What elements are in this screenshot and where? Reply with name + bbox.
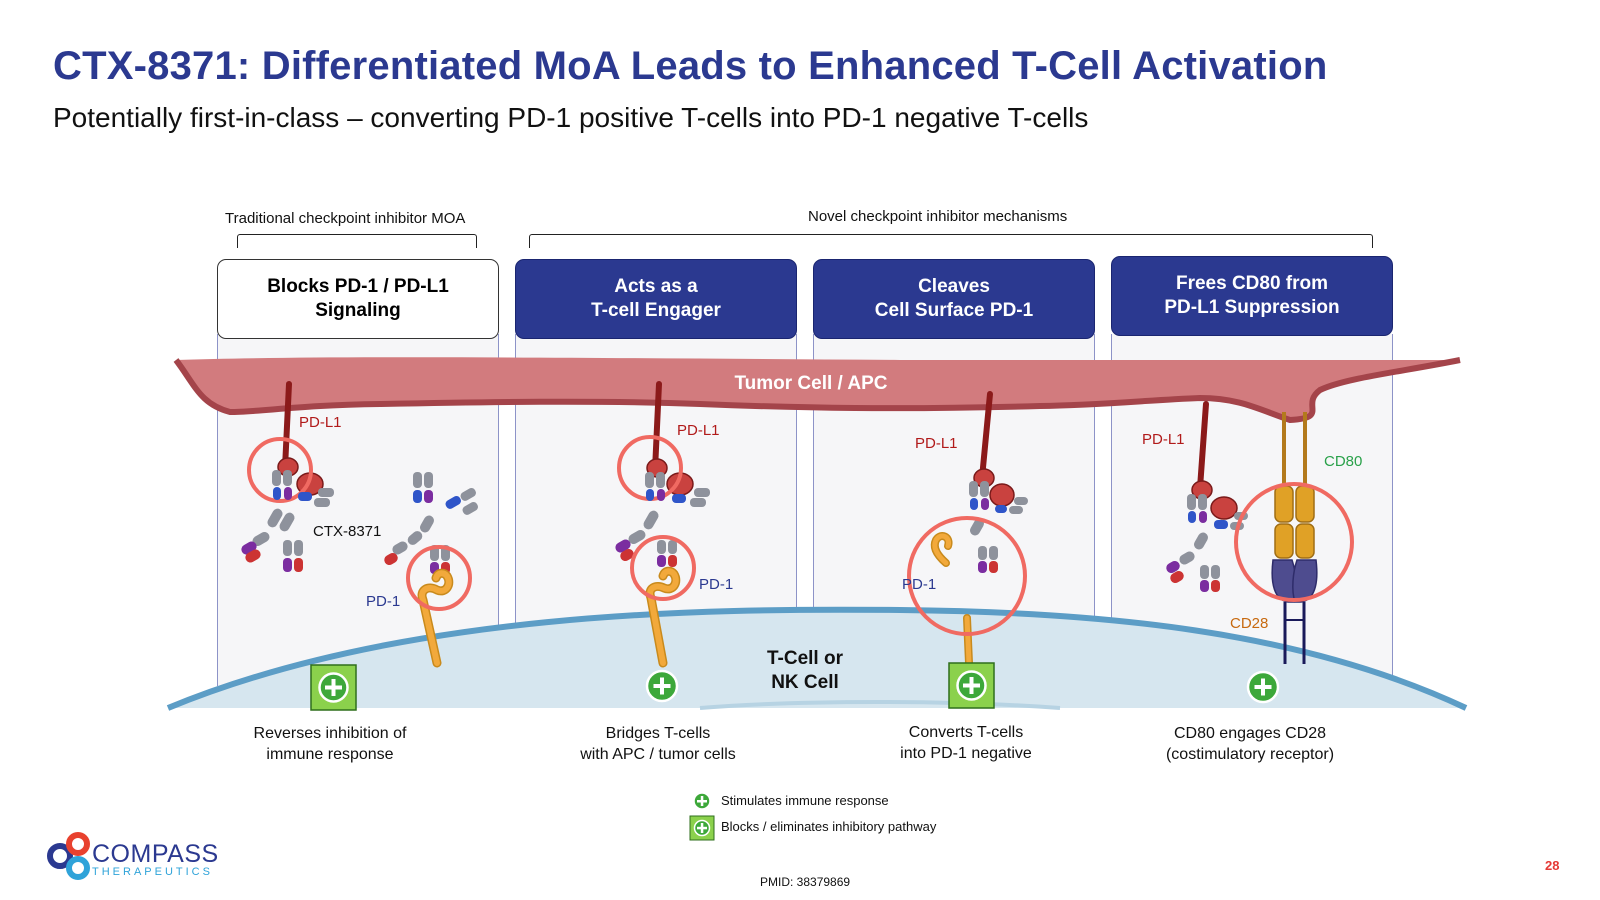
panel-header-t-cell-engager: Acts as a T-cell Engager <box>515 259 797 339</box>
tumor-cell-label: Tumor Cell / APC <box>734 373 887 394</box>
pmid-reference: PMID: 38379869 <box>760 875 851 889</box>
logo-subtext: THERAPEUTICS <box>92 866 213 878</box>
legend-stimulates-icon <box>693 792 711 810</box>
stimulates-icon-4 <box>1246 670 1280 704</box>
compass-logo-mark <box>47 832 90 880</box>
group-label-traditional: Traditional checkpoint inhibitor MOA <box>225 210 466 227</box>
caption-panel-3: Converts T-cells into PD-1 negative <box>900 724 1032 762</box>
t-cell-label-2: NK Cell <box>771 672 839 693</box>
t-cell-label-1: T-Cell or <box>767 648 844 669</box>
logo-wordmark: COMPASS <box>92 840 219 868</box>
pdl1-label-3: PD-L1 <box>915 435 958 452</box>
pd1-label-2: PD-1 <box>699 576 733 593</box>
ctx-8371-antibody-3 <box>615 472 710 567</box>
highlight-ring-1 <box>247 437 313 503</box>
highlight-ring-3 <box>907 516 1027 636</box>
pdl1-stalk-1 <box>282 381 292 471</box>
ctx-8371-antibody-4 <box>969 481 1028 573</box>
cd80-ligand <box>1274 412 1315 559</box>
t-cell-membrane <box>168 609 1466 708</box>
highlight-ring-4 <box>1234 482 1354 602</box>
pdl1-label-2: PD-L1 <box>677 422 720 439</box>
page-title: CTX-8371: Differentiated MoA Leads to En… <box>53 44 1328 88</box>
pdl1-stalk-3 <box>979 391 993 481</box>
panel-header-cleaves-pd1: Cleaves Cell Surface PD-1 <box>813 259 1095 339</box>
panel-header-blocks-signaling: Blocks PD-1 / PD-L1 Signaling <box>217 259 499 339</box>
ctx-8371-antibody-1 <box>241 470 334 572</box>
legend-blocks-icon <box>689 815 715 841</box>
ctx-8371-antibody-5 <box>1166 494 1248 592</box>
caption-panel-2: Bridges T-cells with APC / tumor cells <box>580 725 736 763</box>
tumor-cell-membrane <box>176 357 1460 420</box>
stimulates-icon-2 <box>645 669 679 703</box>
highlight-ring-1b <box>406 545 472 611</box>
blocks-pathway-icon-1 <box>310 664 357 711</box>
pdl1-stalk-2 <box>652 381 662 473</box>
highlight-ring-2b <box>630 535 696 601</box>
group-label-novel: Novel checkpoint inhibitor mechanisms <box>808 208 1068 225</box>
page-number: 28 <box>1545 858 1560 873</box>
blocks-pathway-icon-3 <box>948 662 995 709</box>
bracket-traditional <box>237 234 477 248</box>
pd1-label-1: PD-1 <box>366 593 400 610</box>
ctx-label: CTX-8371 <box>313 523 381 540</box>
panel-header-frees-cd80: Frees CD80 from PD-L1 Suppression <box>1111 256 1393 336</box>
bracket-novel <box>529 234 1373 248</box>
pdl1-label-1: PD-L1 <box>299 414 342 431</box>
legend-blocks: Blocks / eliminates inhibitory pathway <box>721 819 937 834</box>
caption-panel-1: Reverses inhibition of immune response <box>253 725 407 763</box>
legend-stimulates: Stimulates immune response <box>721 793 889 808</box>
page-subtitle: Potentially first-in-class – converting … <box>53 102 1089 133</box>
cd28-label: CD28 <box>1230 615 1268 632</box>
cd80-label: CD80 <box>1324 453 1362 470</box>
pd1-label-3: PD-1 <box>902 576 936 593</box>
cd28-receptor <box>1271 559 1318 664</box>
pdl1-stalk-4 <box>1197 401 1209 491</box>
caption-panel-4: CD80 engages CD28 (costimulatory recepto… <box>1165 725 1335 763</box>
pdl1-label-4: PD-L1 <box>1142 431 1185 448</box>
